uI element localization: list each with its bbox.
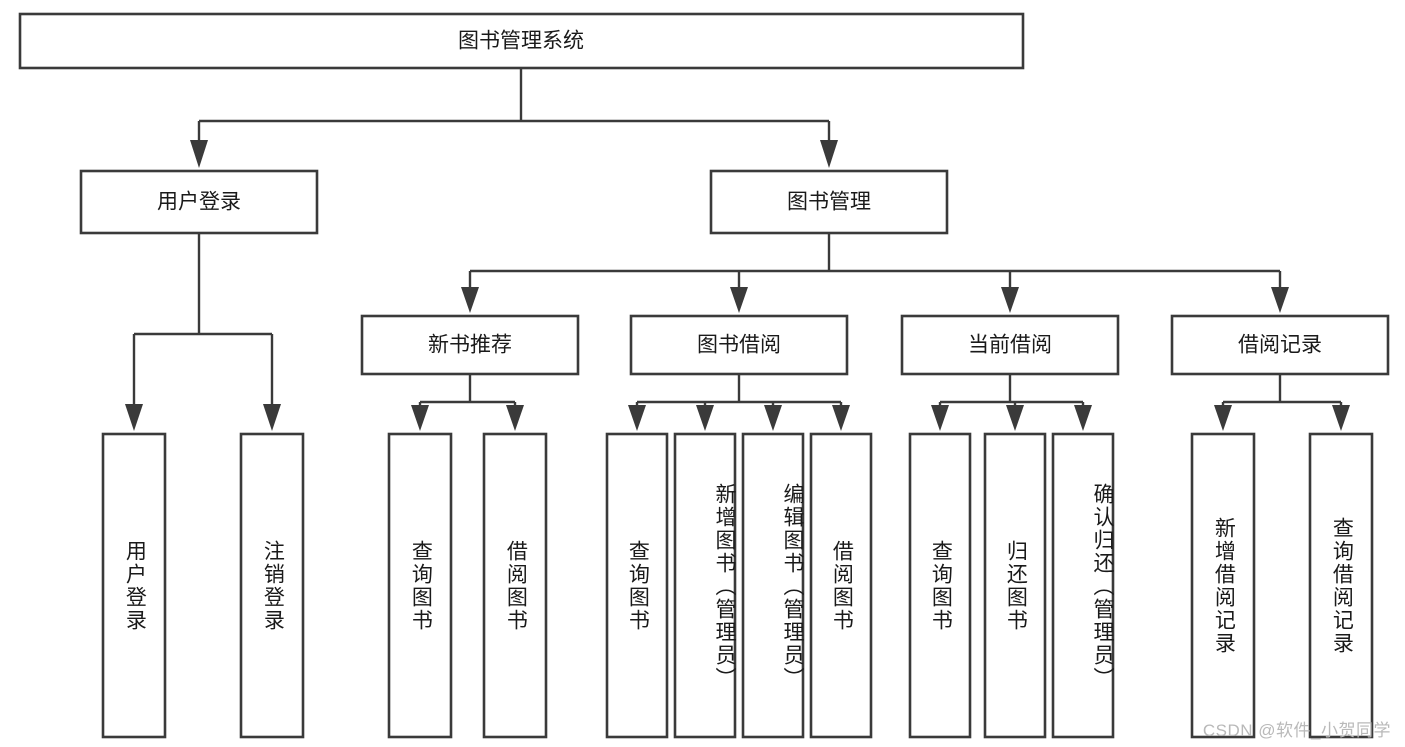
node-leaf-rec-query-box[interactable] (387, 432, 453, 739)
node-leaf-rec-borrow-box[interactable] (482, 432, 548, 739)
node-leaf-cur-return-box[interactable] (983, 432, 1047, 739)
node-book-borrow-label: 图书借阅 (697, 334, 781, 357)
node-new-book-rec[interactable]: 新书推荐 (360, 314, 580, 376)
node-book-borrow[interactable]: 图书借阅 (629, 314, 849, 376)
connector-group-book-manage (461, 233, 1289, 313)
node-new-book-rec-label: 新书推荐 (428, 334, 512, 357)
node-current-borrow-box[interactable] (900, 314, 1120, 376)
node-leaf-borrow-do-box[interactable] (809, 432, 873, 739)
node-root[interactable]: 图书管理系统 (18, 12, 1025, 70)
connector-group-borrow-record (1214, 374, 1350, 431)
arrowhead-leaf-cur-query (931, 405, 949, 431)
node-root-box[interactable] (18, 12, 1025, 70)
node-book-manage[interactable]: 图书管理 (709, 169, 949, 235)
csdn-watermark: CSDN @软件_小贺同学 (1202, 721, 1391, 740)
node-leaf-user-logout-box[interactable] (239, 432, 305, 739)
node-borrow-record-label: 借阅记录 (1238, 334, 1322, 357)
connector-group-user-login (125, 233, 281, 431)
arrowhead-leaf-rec-borrow (506, 405, 524, 431)
arrowhead-leaf-user-logout (263, 404, 281, 431)
arrowhead-leaf-borrow-edit (764, 405, 782, 431)
node-book-borrow-box[interactable] (629, 314, 849, 376)
arrowhead-leaf-cur-confirm (1074, 405, 1092, 431)
node-book-manage-box[interactable] (709, 169, 949, 235)
node-borrow-record-box[interactable] (1170, 314, 1390, 376)
node-book-manage-label: 图书管理 (787, 191, 871, 214)
node-leaf-user-login-box[interactable] (101, 432, 167, 739)
node-leaf-borrow-query-box[interactable] (605, 432, 669, 739)
arrowhead-leaf-cur-return (1006, 405, 1024, 431)
arrowhead-leaf-borrow-do (832, 405, 850, 431)
connector-group-current-borrow (931, 374, 1092, 431)
node-leaf-cur-confirm-box[interactable] (1051, 432, 1115, 739)
arrowhead-borrow-record (1271, 287, 1289, 313)
node-root-label: 图书管理系统 (458, 30, 584, 53)
arrowhead-leaf-rec-query (411, 405, 429, 431)
arrowhead-leaf-borrow-add (696, 405, 714, 431)
node-current-borrow[interactable]: 当前借阅 (900, 314, 1120, 376)
connector-group-book-borrow (628, 374, 850, 431)
arrowhead-book-borrow (730, 287, 748, 313)
node-leaf-cur-query-box[interactable] (908, 432, 972, 739)
arrowhead-leaf-borrow-query (628, 405, 646, 431)
node-leaf-borrow-add-box[interactable] (673, 432, 737, 739)
node-user-login[interactable]: 用户登录 (79, 169, 319, 235)
arrowhead-user-login (190, 140, 208, 168)
node-user-login-label: 用户登录 (157, 191, 241, 214)
leaf-boxes (101, 432, 1374, 739)
node-current-borrow-label: 当前借阅 (968, 334, 1052, 357)
arrowhead-leaf-user-login (125, 404, 143, 431)
node-leaf-rec-add-box[interactable] (1190, 432, 1256, 739)
arrowhead-leaf-rec-add (1214, 405, 1232, 431)
connector-group-root (190, 68, 838, 168)
arrowhead-leaf-rec-query2 (1332, 405, 1350, 431)
arrowhead-current-borrow (1001, 287, 1019, 313)
connector-group-new-book-rec (411, 374, 524, 431)
node-leaf-borrow-edit-box[interactable] (741, 432, 805, 739)
node-leaf-rec-query2-box[interactable] (1308, 432, 1374, 739)
arrowhead-new-book-rec (461, 287, 479, 313)
arrowhead-book-manage (820, 140, 838, 168)
node-new-book-rec-box[interactable] (360, 314, 580, 376)
node-borrow-record[interactable]: 借阅记录 (1170, 314, 1390, 376)
node-user-login-box[interactable] (79, 169, 319, 235)
